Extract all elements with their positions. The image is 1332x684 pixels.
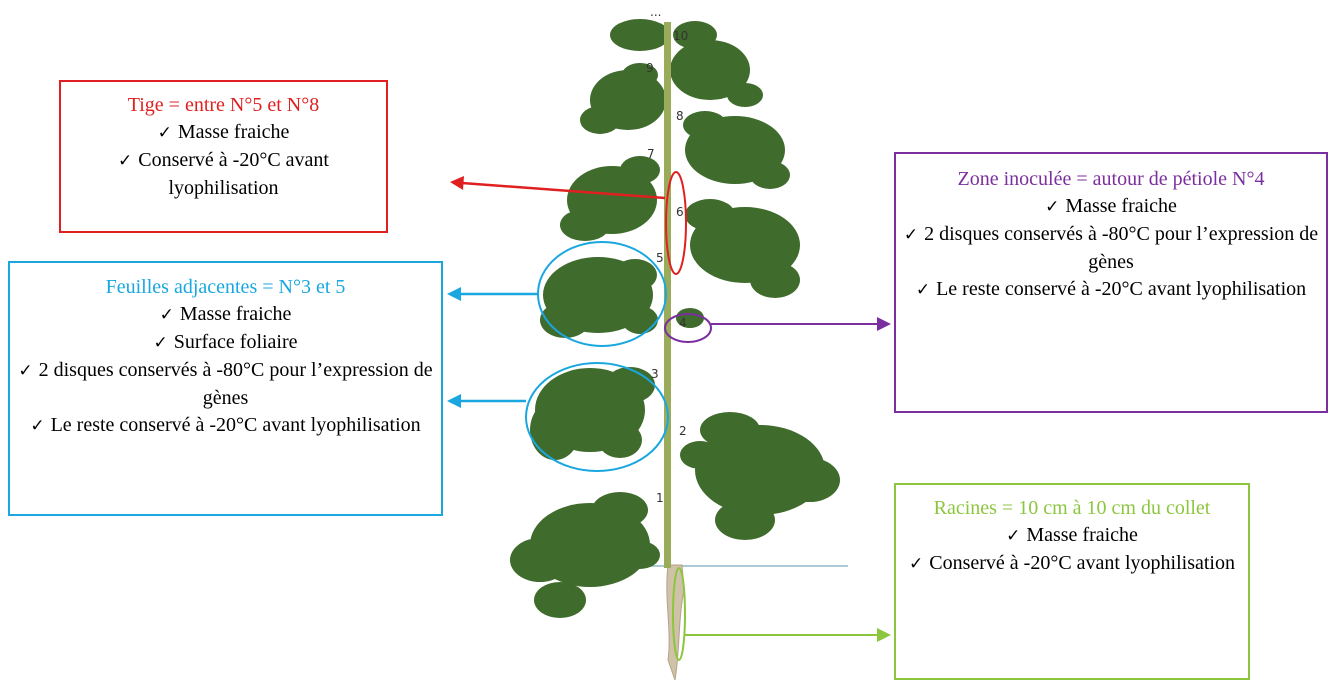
tige-list: ✓Masse fraiche ✓Conservé à -20°C avant l… [61, 119, 386, 202]
leaf-number-9: 9 [646, 61, 654, 75]
racines-title: Racines = 10 cm à 10 cm du collet [933, 497, 1211, 519]
racines-highlight-ellipse [672, 567, 686, 661]
roots [666, 564, 685, 681]
leaf-7 [560, 156, 660, 241]
zone-list: ✓Masse fraiche ✓2 disques conservés à -8… [896, 193, 1326, 304]
leaf-9 [580, 63, 666, 134]
check-icon: ✓ [118, 151, 133, 171]
zone-highlight-ellipse [664, 313, 712, 343]
leaf-8 [683, 111, 790, 189]
check-icon: ✓ [1006, 526, 1021, 546]
leaf-number-1: 1 [656, 491, 664, 505]
check-icon: ✓ [1045, 197, 1060, 217]
racines-arrow [685, 628, 891, 642]
leaf-number-8: 8 [676, 109, 684, 123]
zone-arrow [711, 317, 891, 331]
leaf-number-10: 10 [673, 29, 688, 43]
list-item: ✓Masse fraiche [159, 303, 292, 325]
leaf-2 [680, 412, 840, 540]
leaf-6 [685, 199, 800, 298]
tige-title: Tige = entre N°5 et N°8 [127, 94, 320, 116]
list-item: ✓Masse fraiche [157, 121, 290, 143]
feuilles-info-box: Feuilles adjacentes = N°3 et 5 ✓Masse fr… [8, 261, 443, 516]
check-icon: ✓ [153, 333, 168, 353]
list-item: ✓Le reste conservé à -20°C avant lyophil… [30, 414, 421, 436]
tige-arrow [450, 176, 666, 200]
feuilles-title: Feuilles adjacentes = N°3 et 5 [105, 276, 346, 298]
leaf-number-5: 5 [656, 251, 664, 265]
leaf-3-arrow [447, 394, 526, 408]
leaf-10 [670, 21, 763, 107]
zone-title: Zone inoculée = autour de pétiole N°4 [957, 168, 1265, 190]
racines-info-box: Racines = 10 cm à 10 cm du collet ✓Masse… [894, 483, 1250, 680]
list-item: ✓Conservé à -20°C avant lyophilisation [909, 552, 1235, 574]
list-item: ✓2 disques conservés à -80°C pour l’expr… [18, 359, 433, 409]
list-item: ✓Masse fraiche [1045, 195, 1177, 217]
feuilles-list: ✓Masse fraiche ✓Surface foliaire ✓2 disq… [10, 301, 441, 440]
leaf-4 [676, 308, 704, 328]
list-item: ✓Conservé à -20°C avant lyophilisation [118, 149, 329, 199]
check-icon: ✓ [903, 225, 919, 245]
racines-list: ✓Masse fraiche ✓Conservé à -20°C avant l… [896, 522, 1248, 578]
plant-top-ellipsis: ... [650, 5, 661, 19]
leaf-3 [530, 367, 655, 460]
leaf-number-3: 3 [651, 367, 659, 381]
check-icon: ✓ [157, 123, 172, 143]
leaf-number-6: 6 [676, 205, 684, 219]
list-item: ✓Surface foliaire [153, 331, 298, 353]
check-icon: ✓ [909, 554, 924, 574]
list-item: ✓Masse fraiche [1006, 524, 1138, 546]
list-item: ✓2 disques conservés à -80°C pour l’expr… [903, 223, 1319, 273]
leaf-number-7: 7 [647, 147, 655, 161]
check-icon: ✓ [915, 280, 931, 300]
check-icon: ✓ [30, 416, 45, 436]
leaf-number-2: 2 [679, 424, 687, 438]
stem [664, 22, 671, 568]
leaf-5 [540, 257, 658, 338]
leaf-3-highlight-ellipse [525, 362, 669, 472]
leaf-5-arrow [447, 287, 538, 301]
zone-inoculee-info-box: Zone inoculée = autour de pétiole N°4 ✓M… [894, 152, 1328, 413]
list-item: ✓Le reste conservé à -20°C avant lyophil… [915, 278, 1307, 300]
leaf-top-left [610, 19, 670, 51]
check-icon: ✓ [159, 305, 174, 325]
tige-highlight-ellipse [665, 171, 687, 275]
leaf-1 [510, 492, 660, 618]
check-icon: ✓ [18, 361, 33, 381]
tige-info-box: Tige = entre N°5 et N°8 ✓Masse fraiche ✓… [59, 80, 388, 233]
leaf-number-4: 4 [679, 316, 687, 330]
